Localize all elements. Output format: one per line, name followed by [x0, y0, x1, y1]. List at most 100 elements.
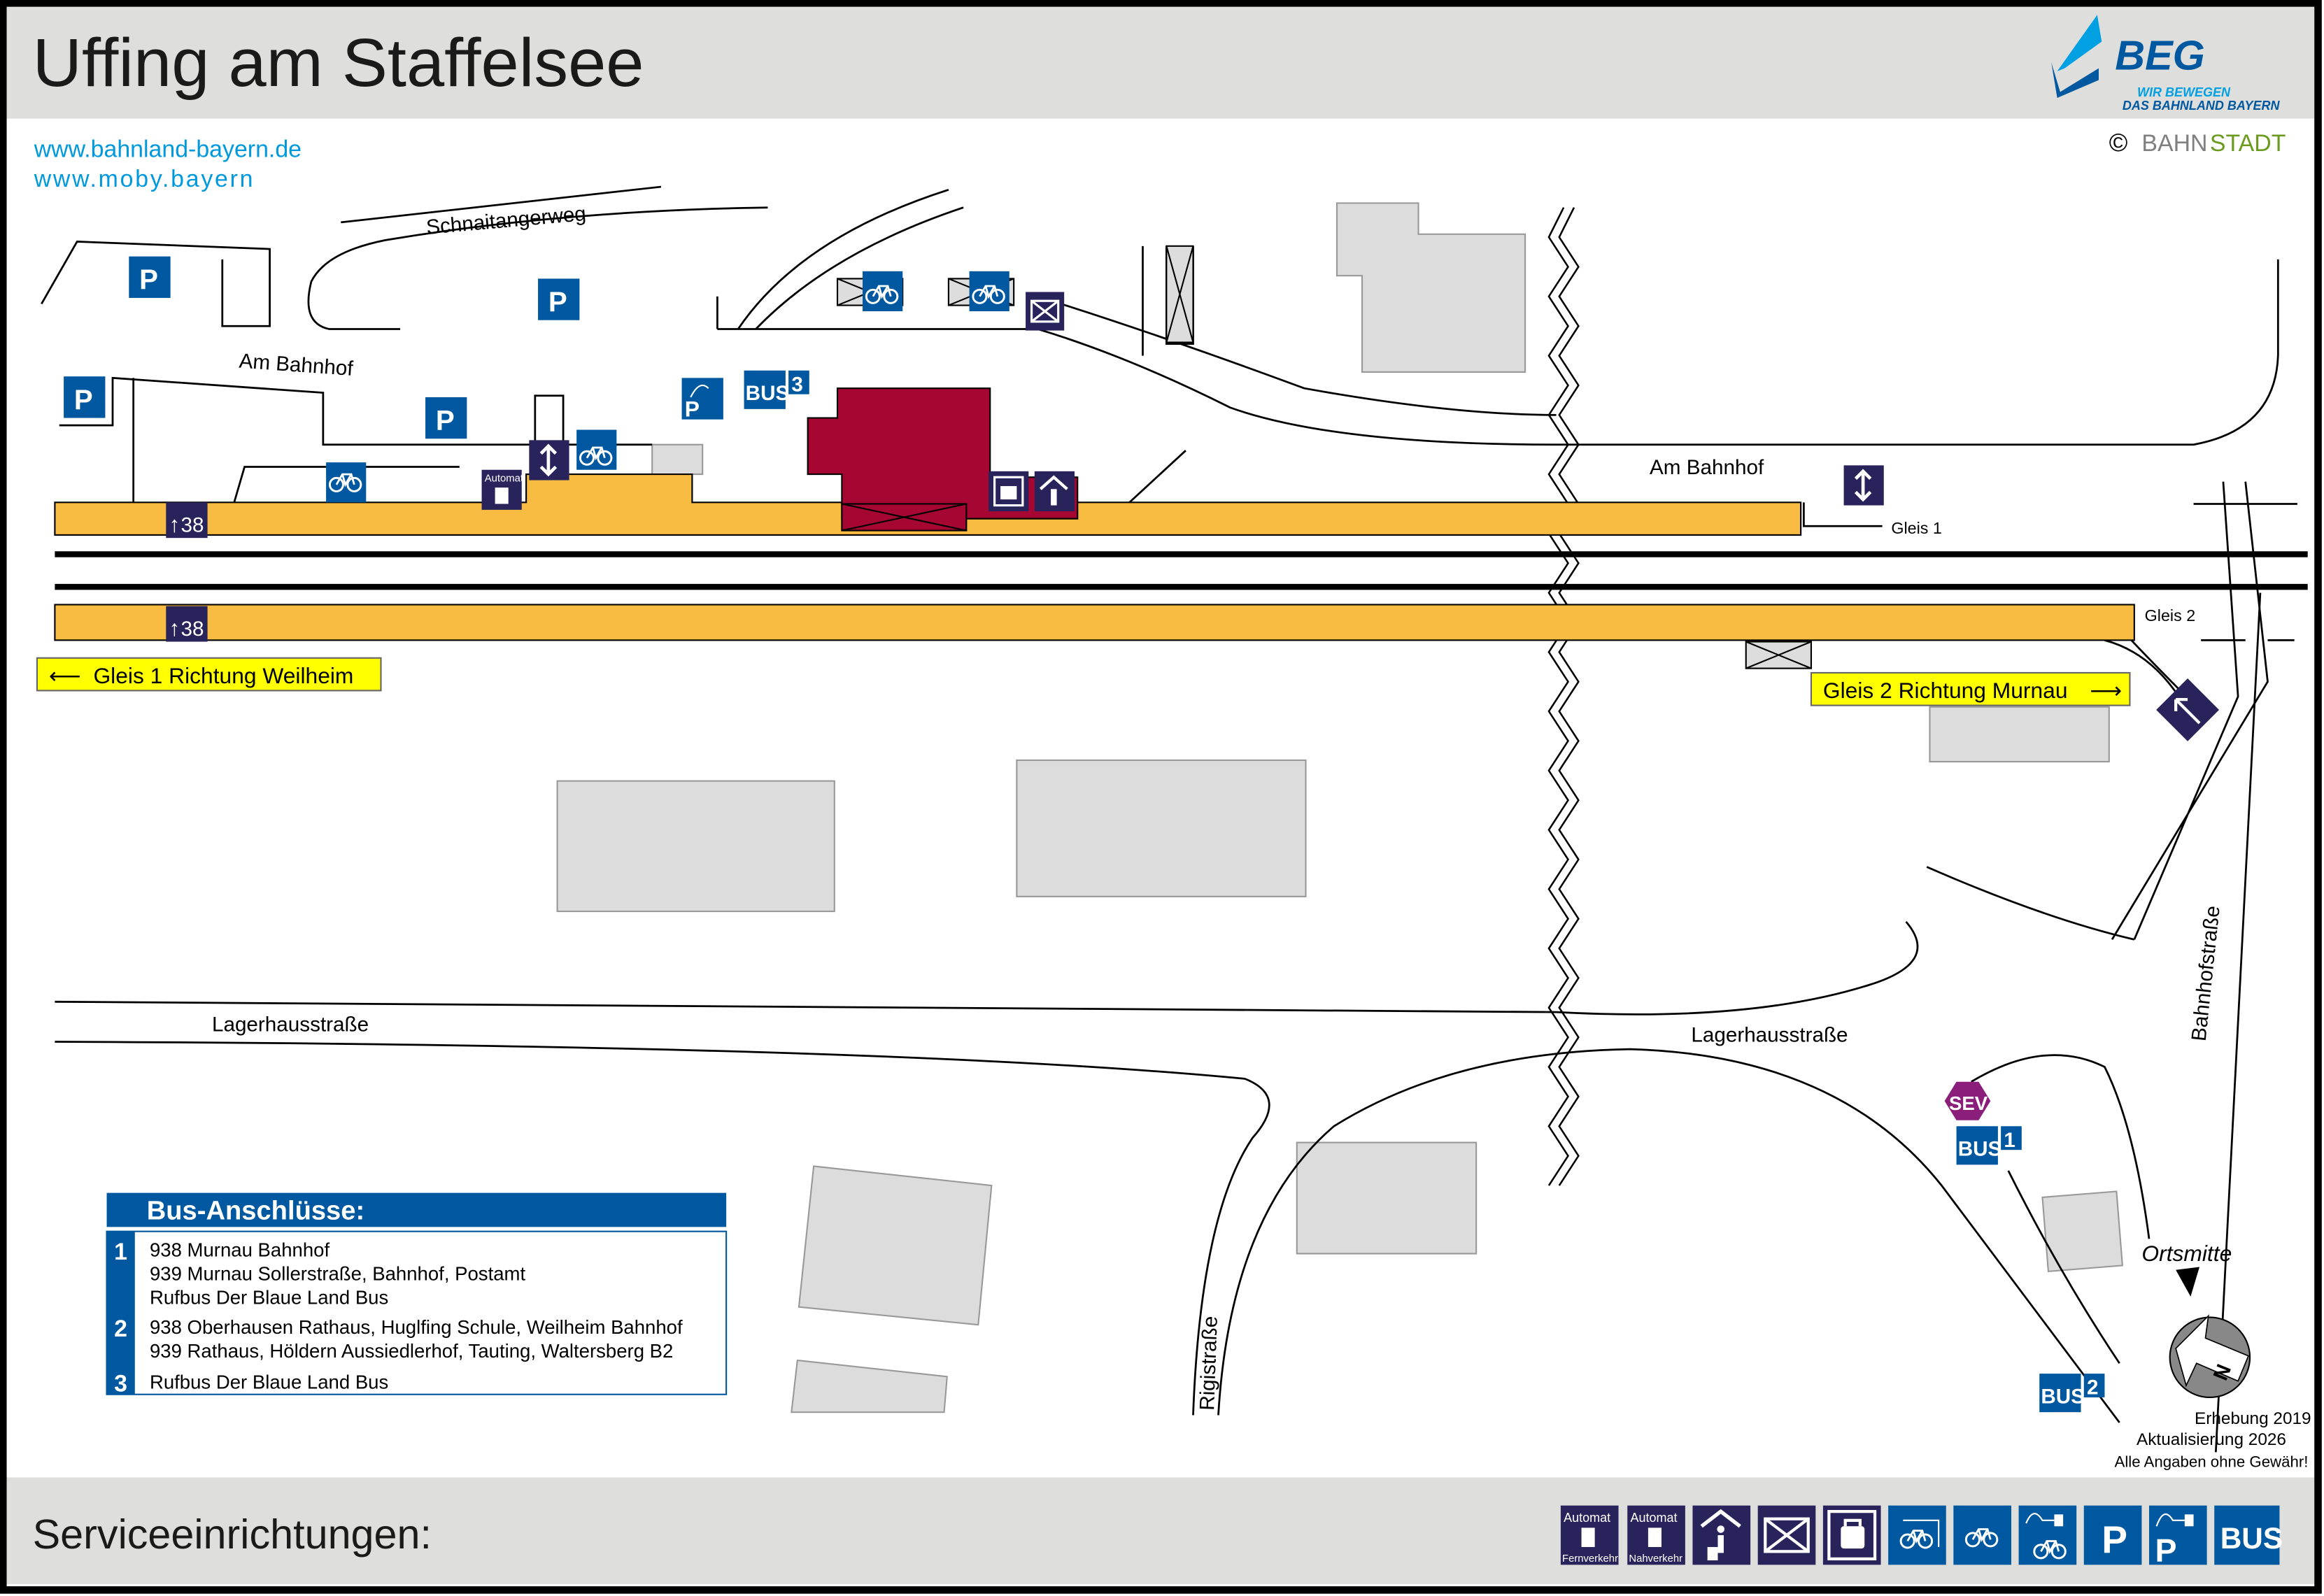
ticket-machine-icon: Automat — [481, 469, 524, 510]
station-canopy — [841, 503, 968, 532]
ev-parking-icon: P — [2149, 1505, 2207, 1569]
e-bike-charging-icon — [2018, 1505, 2077, 1565]
north-arrow-icon: N — [2169, 1314, 2251, 1399]
bus-line: 938 Murnau Bahnhof — [150, 1239, 330, 1261]
ev-parking-icon: P — [681, 378, 723, 421]
svg-text:P: P — [2155, 1532, 2176, 1569]
street-am-bahnhof-east: Am Bahnhof — [1650, 456, 1764, 479]
waiting-room-icon — [1692, 1505, 1751, 1565]
ortsmitte-arrow-icon — [2176, 1267, 2200, 1297]
direction-gleis-1: ⟵ Gleis 1 Richtung Weilheim — [36, 657, 382, 692]
luggage-locker-icon — [989, 471, 1029, 512]
beg-slogan-1: WIR BEWEGEN — [2137, 85, 2231, 99]
svg-text:Automat: Automat — [1630, 1511, 1677, 1525]
survey-year: Erhebung 2019 — [2195, 1409, 2311, 1428]
parking-icon: P — [129, 256, 171, 298]
beg-logo: BEG WIR BEWEGEN DAS BAHNLAND BAYERN — [2051, 15, 2281, 113]
svg-text:⟶: ⟶ — [2090, 678, 2122, 703]
parking-icon: P — [64, 376, 106, 418]
svg-text:2: 2 — [2087, 1376, 2099, 1399]
link-bahnland-bayern[interactable]: www.bahnland-bayern.de — [34, 136, 302, 163]
bus-connections-title: Bus-Anschlüsse: — [147, 1196, 364, 1226]
svg-text:P: P — [436, 405, 455, 436]
elevator-icon — [1843, 465, 1884, 506]
svg-text:BUS: BUS — [746, 382, 790, 405]
bike-parking-icon — [326, 462, 367, 503]
svg-text:BUS: BUS — [2220, 1522, 2283, 1555]
bus-line: Rufbus Der Blaue Land Bus — [150, 1371, 388, 1392]
direction-gleis-2: Gleis 2 Richtung Murnau ⟶ — [1810, 671, 2131, 706]
buildings — [556, 202, 2124, 1413]
elevator-icon — [529, 440, 569, 480]
bus-stop-number: 2 — [114, 1316, 127, 1342]
bus-line: 938 Oberhausen Rathaus, Huglfing Schule,… — [150, 1316, 683, 1338]
svg-text:P: P — [2102, 1518, 2127, 1561]
svg-text:Gleis 1 Richtung Weilheim: Gleis 1 Richtung Weilheim — [93, 663, 353, 688]
ortsmitte-label: Ortsmitte — [2141, 1241, 2232, 1266]
svg-text:↑: ↑ — [169, 615, 180, 641]
svg-text:Gleis 2 Richtung Murnau: Gleis 2 Richtung Murnau — [1823, 678, 2068, 703]
structure — [1165, 245, 1194, 343]
parking-icon: P — [538, 278, 580, 320]
bike-shelter-icon — [1888, 1505, 1946, 1565]
parking-icon: P — [425, 397, 467, 439]
svg-text:Nahverkehr: Nahverkehr — [1629, 1553, 1682, 1565]
svg-text:38: 38 — [180, 514, 204, 537]
header-band — [6, 6, 2316, 119]
bus-stop-number: 3 — [114, 1371, 127, 1397]
parking-icon: P — [2083, 1505, 2142, 1565]
bike-parking-icon — [1953, 1505, 2011, 1565]
sev-stop: SEV — [1944, 1081, 1991, 1120]
svg-text:SEV: SEV — [1949, 1092, 1988, 1114]
bus-line: Rufbus Der Blaue Land Bus — [150, 1287, 388, 1309]
svg-text:Fernverkehr: Fernverkehr — [1562, 1553, 1618, 1565]
luggage-locker-icon — [1822, 1505, 1881, 1565]
svg-text:↑: ↑ — [169, 512, 180, 537]
svg-text:STADT: STADT — [2210, 130, 2286, 157]
svg-text:1: 1 — [2004, 1129, 2015, 1152]
svg-text:⟵: ⟵ — [49, 663, 81, 688]
svg-text:BUS: BUS — [2041, 1385, 2085, 1408]
svg-text:Automat: Automat — [1564, 1511, 1610, 1525]
svg-text:38: 38 — [180, 618, 204, 641]
svg-text:©: © — [2109, 128, 2128, 157]
bus-line: 939 Murnau Sollerstraße, Bahnhof, Postam… — [150, 1263, 525, 1285]
e-bike-charging-icon — [576, 429, 617, 470]
waiting-room-icon — [1034, 471, 1075, 512]
svg-text:BUS: BUS — [1958, 1138, 2002, 1161]
mail-icon — [1757, 1505, 1816, 1565]
platform-length-marker: ↑38 — [166, 502, 208, 539]
track-label-gleis-2: Gleis 2 — [2145, 606, 2196, 625]
bike-shelter-icon — [969, 271, 1009, 312]
beg-logo-text: BEG — [2115, 32, 2205, 79]
svg-text:P: P — [548, 286, 567, 318]
svg-text:P: P — [685, 396, 700, 421]
street-lagerhausstrasse-west: Lagerhausstraße — [212, 1013, 369, 1036]
update-year: Aktualisierung 2026 — [2137, 1430, 2286, 1449]
bahnstadt-copyright: © BAHN STADT — [2109, 128, 2286, 157]
mail-icon — [1026, 292, 1065, 331]
platform-length-marker: ↑38 — [166, 606, 208, 642]
street-lagerhausstrasse-east: Lagerhausstraße — [1691, 1024, 1848, 1047]
roads — [41, 185, 2297, 1453]
disclaimer: Alle Angaben ohne Gewähr! — [2115, 1453, 2309, 1471]
bus-icon: BUS — [2214, 1505, 2283, 1565]
bus-line: 939 Rathaus, Höldern Aussiedlerhof, Taut… — [150, 1340, 673, 1362]
svg-text:P: P — [74, 384, 93, 415]
map-break-line — [1547, 207, 1580, 1186]
svg-text:Automat: Automat — [485, 473, 524, 485]
svg-text:P: P — [139, 264, 158, 295]
bike-shelter-icon — [863, 271, 903, 312]
track-label-gleis-1: Gleis 1 — [1891, 519, 1942, 537]
bus-stop-number: 1 — [114, 1239, 127, 1265]
svg-text:3: 3 — [791, 373, 803, 396]
link-moby-bayern[interactable]: www.moby.bayern — [34, 166, 255, 192]
